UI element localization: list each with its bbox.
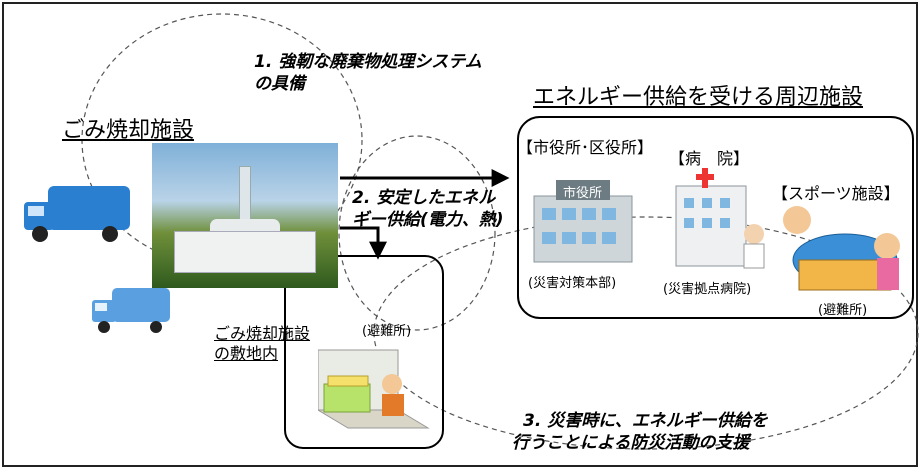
- point3-line1: 3. 災害時に、エネルギー供給を: [523, 411, 768, 431]
- facilities-box: [517, 116, 914, 319]
- hospital-icon: [666, 164, 771, 270]
- cityhall-caption: (災害対策本部): [528, 276, 617, 291]
- point2-line1: 2. 安定したエネル: [352, 188, 496, 208]
- sports-caption: (避難所): [818, 303, 868, 318]
- onsite-shelter-box: [284, 255, 444, 449]
- facilities-heading: エネルギー供給を受ける周辺施設: [533, 85, 864, 110]
- hospital-caption: (災害拠点病院): [663, 282, 752, 297]
- plant-heading: ごみ焼却施設: [62, 118, 195, 143]
- garbage-truck-icon: [18, 178, 138, 248]
- city-hall-icon: 市役所: [528, 166, 638, 266]
- point3-line2: 行うことによる防災活動の支援: [512, 433, 750, 453]
- point1-line2: の具備: [254, 74, 305, 94]
- point2-line2: ギー供給(電力、熱): [352, 210, 504, 230]
- site-label-line2: の敷地内: [214, 344, 279, 363]
- waste-incineration-plant-icon: [152, 143, 338, 288]
- sports-facility-icon: [775, 198, 907, 302]
- shelter-icon: [316, 340, 430, 432]
- shelter-caption: (避難所): [362, 324, 412, 339]
- cityhall-sign: 市役所: [563, 186, 603, 201]
- point1-line1: 1. 強靭な廃棄物処理システム: [254, 52, 482, 72]
- hospital-title: 【病 院】: [669, 149, 750, 168]
- cityhall-title: 【市役所･区役所】: [517, 138, 654, 157]
- sports-title: 【スポーツ施設】: [772, 184, 900, 203]
- dashed-circle-energy-supply: [338, 135, 496, 331]
- site-label-line1: ごみ焼却施設: [214, 324, 311, 343]
- dashed-ellipse-disaster-support: [373, 216, 919, 450]
- supply-arrow-to-shelter: [340, 226, 387, 260]
- garbage-truck-icon: [86, 282, 176, 340]
